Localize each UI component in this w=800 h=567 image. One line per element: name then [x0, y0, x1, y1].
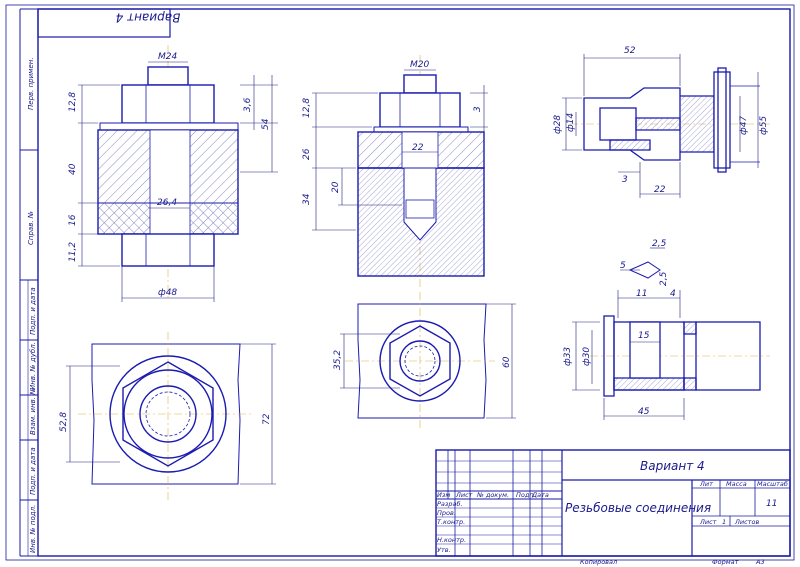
title-block-title: Резьбовые соединения — [565, 501, 711, 515]
scale-value: 11 — [766, 499, 777, 509]
side-labels: Перв. примен. Справ. № Подп. и дата Инв.… — [27, 57, 37, 553]
dim-bolt-nut: 3,6 — [243, 97, 253, 112]
top-stamp: Вариант 4 — [37, 8, 181, 38]
dim-stud-hole: 22 — [412, 143, 424, 153]
dim-fitting-d4: ф55 — [759, 116, 769, 135]
stud-dimensions — [312, 69, 488, 231]
dim-bolt-head-d: ф48 — [158, 288, 177, 298]
dim-coupling-d2: ф30 — [582, 347, 592, 366]
role-tcontrol: Т.контр. — [437, 518, 465, 526]
dim-bolt-plan-h: 72 — [262, 413, 272, 425]
stud-dim-labels: M20 12,8 26 20 34 3 22 — [302, 60, 483, 205]
bolt-dimensions — [78, 61, 278, 302]
dim-stud-depth: 34 — [302, 193, 312, 205]
col-lit: Лит — [699, 480, 713, 488]
dim-coupling-a: 2,5 — [652, 239, 667, 249]
coupling-section-view — [590, 261, 770, 397]
dim-fitting-w: 22 — [654, 185, 666, 195]
copied-label: Копировал — [580, 558, 617, 566]
bolt-plan-view — [78, 332, 252, 500]
title-block-variant: Вариант 4 — [640, 459, 705, 473]
col-scale: Масштаб — [757, 480, 788, 488]
fitting-section-view — [570, 67, 770, 173]
title-block — [435, 449, 791, 557]
row-label-doc: № докум. — [476, 491, 509, 499]
bolt-thread-label: M24 — [158, 52, 177, 62]
row-label-izm: Изм — [437, 491, 450, 499]
bolt-plan-dims — [66, 343, 276, 485]
side-label-4: Инв. № дубл. — [29, 342, 37, 390]
sheet-frame — [5, 4, 795, 561]
top-stamp-text: Вариант 4 — [116, 11, 181, 25]
sheets-label: Листов — [734, 518, 759, 526]
dim-bolt-head: 12,8 — [68, 92, 78, 112]
dim-bolt-hole: 26,4 — [157, 198, 177, 208]
row-label-date: Дата — [531, 491, 549, 499]
side-label-6: Подп. и дата — [29, 447, 37, 495]
dim-coupling-d: 11 — [636, 289, 647, 299]
sheet-no: 1 — [722, 518, 726, 526]
row-label-sign: Подп. — [516, 491, 536, 499]
coupling-dim-labels: 2,5 2,5 5 11 4 15 ф33 ф30 45 — [563, 239, 676, 417]
side-label-7: Инв. № подл. — [29, 505, 37, 553]
dim-fitting-d2: ф14 — [566, 113, 576, 132]
dim-stud-nut: 12,8 — [302, 98, 312, 118]
format-label: Формат — [712, 558, 739, 566]
dim-coupling-d1: ф33 — [563, 347, 573, 366]
dim-bolt-plate: 40 — [68, 163, 78, 175]
format-value: А3 — [755, 558, 765, 566]
sheet-label: Лист — [699, 518, 717, 526]
row-label-list: Лист — [455, 491, 473, 499]
dim-coupling-f: 15 — [638, 331, 650, 341]
stud-thread-label: M20 — [410, 60, 429, 70]
col-mass: Масса — [726, 480, 747, 488]
dim-fitting-d1: ф28 — [553, 115, 563, 134]
side-label-1: Перв. примен. — [27, 57, 35, 110]
bolt-section-view — [97, 45, 239, 300]
dim-fitting-len: 52 — [624, 46, 636, 56]
dim-stud-plate: 26 — [302, 148, 312, 160]
title-block-text: Вариант 4 Резьбовые соединения Лит Масса… — [437, 459, 788, 566]
role-developer: Разраб. — [437, 500, 463, 508]
dim-coupling-e: 4 — [670, 289, 676, 299]
role-approved: Утв. — [437, 546, 451, 554]
dim-stud-washer: 3 — [473, 106, 483, 112]
dim-coupling-c: 5 — [620, 261, 626, 271]
dim-fitting-gap: 3 — [622, 175, 628, 185]
side-label-5: Взам. инв. № — [29, 387, 37, 435]
role-checker: Пров. — [437, 509, 456, 517]
fitting-dimensions — [562, 54, 759, 198]
side-label-3: Подп. и дата — [29, 287, 37, 335]
dim-stud-plan-w: 35,2 — [333, 350, 343, 370]
stud-plan-dims — [340, 303, 516, 419]
dim-bolt-total: 54 — [261, 118, 271, 130]
fitting-dim-labels: 52 ф28 ф14 ф47 ф55 3 22 — [553, 46, 769, 195]
side-label-2: Справ. № — [27, 211, 35, 245]
stud-section-view — [357, 55, 485, 290]
dim-stud-plan-h: 60 — [502, 356, 512, 368]
dim-fitting-d3: ф47 — [739, 116, 749, 135]
bolt-dim-labels: M24 12,8 40 16 11,2 3,6 54 26,4 ф48 — [68, 52, 271, 298]
role-ncontrol: Н.контр. — [437, 536, 466, 544]
dim-coupling-w: 45 — [638, 407, 650, 417]
dim-bolt-plan-w: 52,8 — [59, 412, 69, 432]
stud-plan-view — [345, 292, 495, 430]
dim-bolt-washer: 16 — [68, 214, 78, 226]
dim-stud-thread: 20 — [331, 181, 341, 193]
dim-bolt-bottom: 11,2 — [68, 242, 78, 262]
dim-coupling-b: 2,5 — [659, 271, 669, 286]
coupling-dimensions — [572, 247, 685, 420]
